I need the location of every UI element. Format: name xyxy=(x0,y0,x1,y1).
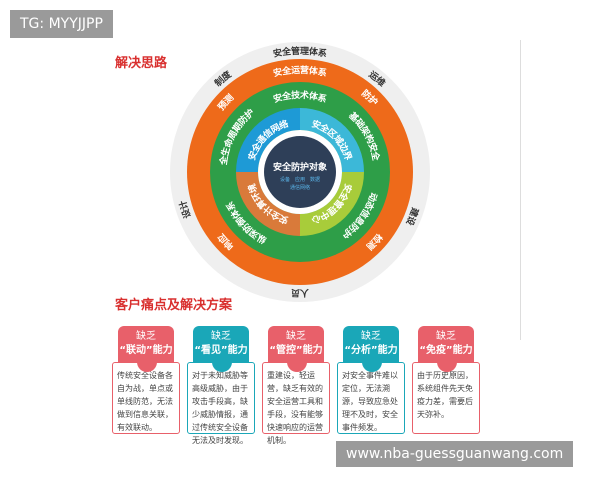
card-subtitle: “看见”能力 xyxy=(194,345,248,356)
card-text: 重建设，轻运营，缺乏有效的安全运营工具和手段，没有能够快速响应的运营机制。 xyxy=(267,371,323,445)
card-title: 缺乏 xyxy=(436,331,456,342)
watermark: www.nba-guessguanwang.com xyxy=(336,441,574,467)
card-title: 缺乏 xyxy=(361,331,381,342)
section-title-solution: 解决思路 xyxy=(115,56,168,71)
card-subtitle: “免疫”能力 xyxy=(419,345,473,356)
card-subtitle: “联动”能力 xyxy=(119,345,173,356)
divider xyxy=(520,40,521,340)
card-tab: 缺乏 “看见”能力 xyxy=(193,326,249,362)
tag-label: TG: MYYJJPP xyxy=(10,10,113,38)
notch xyxy=(212,362,232,372)
card-body: 对于未知威胁等高级威胁，由于攻击手段高，缺少威胁情报，通过传统安全设备无法及时发… xyxy=(187,362,255,445)
card-subtitle: “分析”能力 xyxy=(344,345,398,356)
card-subtitle: “管控”能力 xyxy=(269,345,323,356)
card-title: 缺乏 xyxy=(211,331,231,342)
card-tab: 缺乏 “分析”能力 xyxy=(343,326,399,362)
pain-card: 缺乏 “联动”能力传统安全设备各自为战，单点或单线防范，无法做到信息关联，有效联动… xyxy=(112,326,180,434)
card-body: 对安全事件难以定位，无法溯源，导致应急处理不及时，安全事件频发。 xyxy=(337,362,405,434)
pain-card: 缺乏 “免疫”能力由于历史原因，系统组件先天免疫力差，需要后天弥补。 xyxy=(412,326,480,434)
pain-card: 缺乏 “分析”能力对安全事件难以定位，无法溯源，导致应急处理不及时，安全事件频发。 xyxy=(337,326,405,434)
card-body: 由于历史原因，系统组件先天免疫力差，需要后天弥补。 xyxy=(412,362,480,434)
center-circle xyxy=(264,136,336,208)
card-title: 缺乏 xyxy=(286,331,306,342)
quadrant-segment xyxy=(236,172,300,236)
quadrant-segment xyxy=(300,172,364,236)
orange-title: 安全运营体系 xyxy=(272,64,328,79)
card-tab: 缺乏 “免疫”能力 xyxy=(418,326,474,362)
card-text: 由于历史原因，系统组件先天免疫力差，需要后天弥补。 xyxy=(417,371,473,419)
card-title: 缺乏 xyxy=(136,331,156,342)
card-body: 重建设，轻运营，缺乏有效的安全运营工具和手段，没有能够快速响应的运营机制。 xyxy=(262,362,330,445)
pain-card: 缺乏 “看见”能力对于未知威胁等高级威胁，由于攻击手段高，缺少威胁情报，通过传统安… xyxy=(187,326,255,445)
card-text: 对于未知威胁等高级威胁，由于攻击手段高，缺少威胁情报，通过传统安全设备无法及时发… xyxy=(192,371,248,445)
card-tab: 缺乏 “管控”能力 xyxy=(268,326,324,362)
card-body: 传统安全设备各自为战，单点或单线防范，无法做到信息关联，有效联动。 xyxy=(112,362,180,434)
pain-point-cards: 缺乏 “联动”能力传统安全设备各自为战，单点或单线防范，无法做到信息关联，有效联动… xyxy=(112,326,480,445)
section-title-pain-points: 客户痛点及解决方案 xyxy=(115,298,233,313)
quadrant-segment xyxy=(300,108,364,172)
card-text: 传统安全设备各自为战，单点或单线防范，无法做到信息关联，有效联动。 xyxy=(117,371,173,432)
outer-item: 人员 xyxy=(291,287,310,299)
center-sub: 通信网络 xyxy=(290,184,310,191)
outer-title: 安全管理体系 xyxy=(272,45,328,60)
pain-card: 缺乏 “管控”能力重建设，轻运营，缺乏有效的安全运营工具和手段，没有能够快速响应的… xyxy=(262,326,330,445)
notch xyxy=(137,362,157,372)
green-title: 安全技术体系 xyxy=(272,89,328,105)
notch xyxy=(362,362,382,372)
center-sub: 设备 应用 数据 xyxy=(280,176,320,183)
center-title: 安全防护对象 xyxy=(273,161,327,173)
notch xyxy=(437,362,457,372)
card-text: 对安全事件难以定位，无法溯源，导致应急处理不及时，安全事件频发。 xyxy=(342,371,398,432)
notch xyxy=(287,362,307,372)
quadrant-segment xyxy=(236,108,300,172)
card-tab: 缺乏 “联动”能力 xyxy=(118,326,174,362)
